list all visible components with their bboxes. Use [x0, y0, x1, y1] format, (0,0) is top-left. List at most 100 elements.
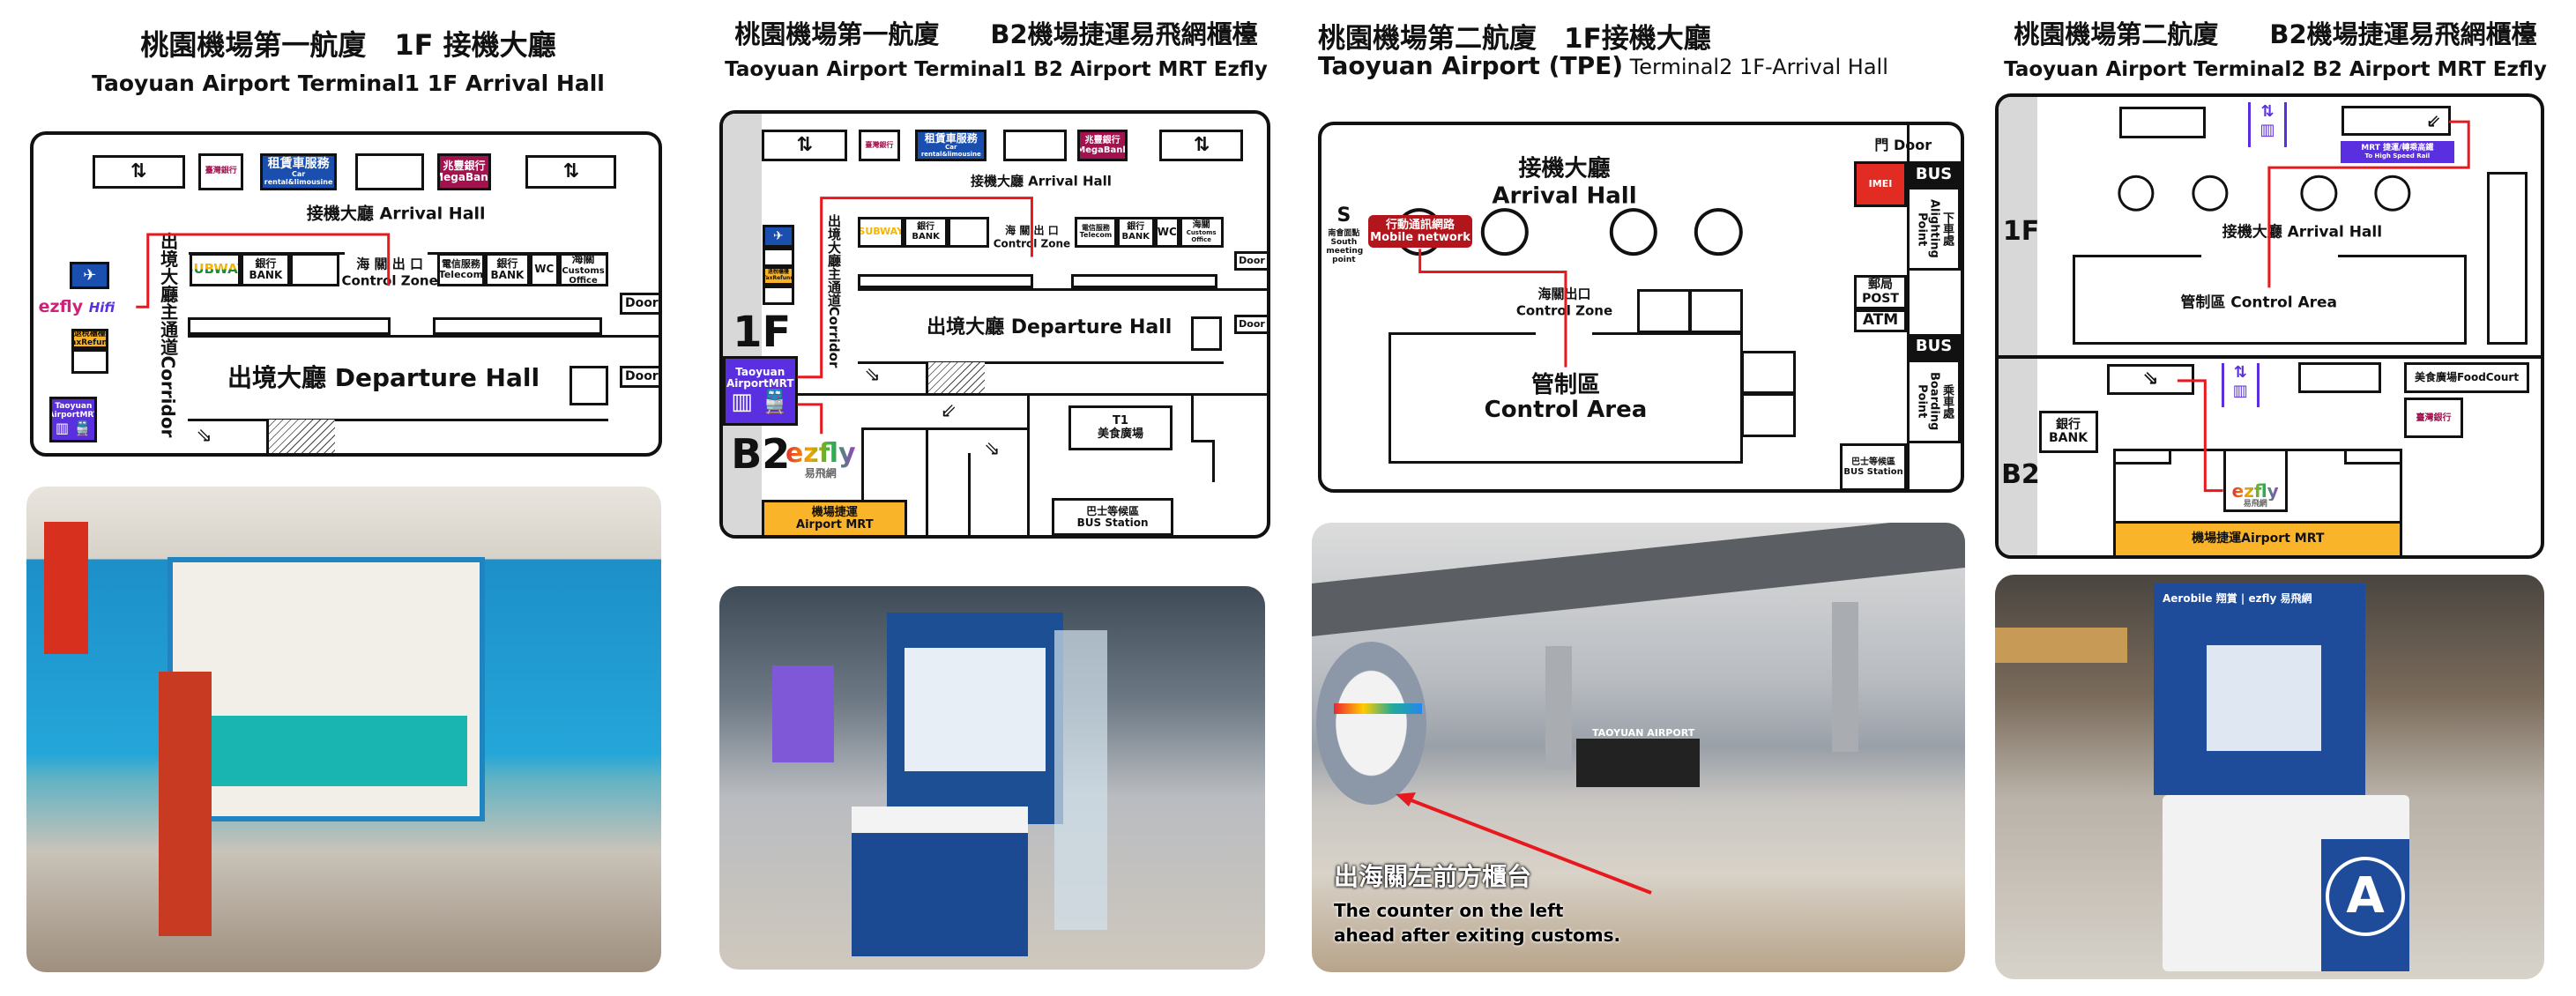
- escalator-icon: ⇘: [984, 438, 1001, 461]
- ezfly-logo: ezfly: [2231, 480, 2279, 502]
- panel1-title: 桃園機場第一航廈 1F 接機大廳: [140, 28, 556, 62]
- telecom-en: Telecom: [438, 268, 484, 280]
- empty-counter: [763, 248, 794, 267]
- room-block: [2113, 448, 2172, 465]
- escalator-icon: ⇅: [92, 155, 185, 189]
- empty-shop: [2118, 106, 2206, 138]
- door[interactable]: Door: [1233, 315, 1267, 335]
- customs-en: Customs Office: [562, 265, 605, 286]
- bank-of-taiwan: 臺灣銀行: [859, 130, 900, 161]
- taoyuan-airport-sign: TAOYUAN AIRPORT: [1592, 727, 1695, 739]
- atm: ATM: [1853, 308, 1908, 332]
- bank-zh: 銀行: [496, 256, 518, 270]
- megabank-zh: 兆豐銀行: [443, 160, 486, 173]
- empty-counter: [763, 285, 794, 305]
- bank-en: BANK: [249, 268, 283, 281]
- post-en: POST: [1862, 291, 1899, 306]
- floor-b2-label: B2: [731, 429, 791, 478]
- room-block: [1740, 392, 1796, 437]
- mobile-zh: 行動通訊網路: [1386, 218, 1456, 232]
- bank-of-taiwan: 臺灣銀行: [198, 153, 244, 191]
- tourist-info-icon: ✈: [763, 225, 794, 249]
- pillar: [2300, 175, 2338, 212]
- customs-zh: 海關: [571, 252, 595, 266]
- door[interactable]: Door: [620, 365, 659, 388]
- control-area-zh: 管制區: [1530, 371, 1600, 398]
- wall-block: [1190, 316, 1222, 351]
- pillar: [1480, 208, 1530, 256]
- panel2-title: 桃園機場第一航廈 B2機場捷運易飛網櫃檯: [734, 19, 1258, 49]
- airport-mrt-en: Airport MRT: [796, 517, 874, 531]
- elevator-icon: ⇅▥: [2247, 102, 2288, 147]
- megabank-en: MegaBank: [1077, 145, 1128, 156]
- counter-sign: Aerobile 翔賞 | ezfly 易飛網: [2163, 592, 2312, 605]
- escalator-icon: ⇘: [864, 364, 881, 387]
- bank-zh: 銀行: [2056, 417, 2081, 432]
- escalator-icon: ⇅: [1159, 130, 1244, 161]
- departure-hall-label: 出境大廳 Departure Hall: [927, 316, 1173, 339]
- room-block: [2344, 448, 2403, 465]
- hatched-area: [265, 420, 336, 453]
- car-rental-en: Car rental&limousine: [920, 143, 981, 158]
- ezfly-wifi-logo: ezfly Hifi: [38, 296, 115, 316]
- bank-en: BANK: [1121, 232, 1150, 242]
- imei-logo: IMEI: [1853, 161, 1908, 207]
- door[interactable]: Door: [1233, 251, 1267, 271]
- pillar: [2192, 175, 2229, 212]
- panel4-subtitle: Taoyuan Airport Terminal2 B2 Airport MRT…: [2004, 58, 2547, 81]
- panel1-subtitle: Taoyuan Airport Terminal1 1F Arrival Hal…: [92, 71, 605, 96]
- telecom-zh: 電信服務: [1081, 223, 1110, 232]
- bus-alighting-sign: BUS: [1907, 161, 1961, 188]
- empty-counter: [71, 349, 109, 374]
- floor-1f-label: 1F: [733, 307, 792, 357]
- wall-block: [570, 365, 608, 406]
- airport-mrt-sign: Taoyuan AirportMRT▥ 🚆: [723, 355, 798, 427]
- telecom-zh: 電信服務: [441, 257, 480, 270]
- wc: WC: [1154, 217, 1180, 248]
- ezfly-zh: 易飛網: [2243, 500, 2267, 509]
- airport-mrt-station: 機場捷運Airport MRT: [2113, 521, 2403, 555]
- corridor-label: 出境大廳主通道Corridor: [825, 213, 842, 368]
- escalator-icon: ⇙: [2341, 105, 2451, 136]
- room-block: [1740, 350, 1796, 395]
- door-label: 門 Door: [1874, 136, 1932, 153]
- airport-mrt-zh: 機場捷運: [811, 505, 858, 519]
- alight-zh: 下車處: [1939, 212, 1954, 247]
- arrival-hall-label: 接機大廳 Arrival Hall: [2222, 223, 2383, 242]
- subtitle-bold: Taoyuan Airport (TPE): [1318, 51, 1624, 80]
- bus-station-zh: 巴士等候區: [1086, 504, 1140, 517]
- corridor-label: 出境大廳主通道Corridor: [157, 232, 179, 438]
- car-rental-zh: 租賃車服務: [924, 131, 978, 145]
- control-area-label: 管制區 Control Area: [2180, 294, 2338, 312]
- door[interactable]: Door: [620, 292, 659, 315]
- caption-zh: 出海關左前方櫃台: [1334, 862, 1532, 891]
- panel3-subtitle: Taoyuan Airport (TPE) Terminal2 1F-Arriv…: [1318, 51, 1888, 80]
- board-en: Boarding Point: [1915, 371, 1941, 431]
- bank-en: BANK: [490, 268, 525, 281]
- pillar: [2118, 175, 2155, 212]
- bus-boarding-sign: BUS: [1907, 333, 1961, 360]
- elevator-icon: ⇅▥: [2221, 362, 2260, 408]
- control-area-en: Control Area: [1484, 397, 1648, 424]
- subtitle-rest: Terminal2 1F-Arrival Hall: [1623, 55, 1888, 79]
